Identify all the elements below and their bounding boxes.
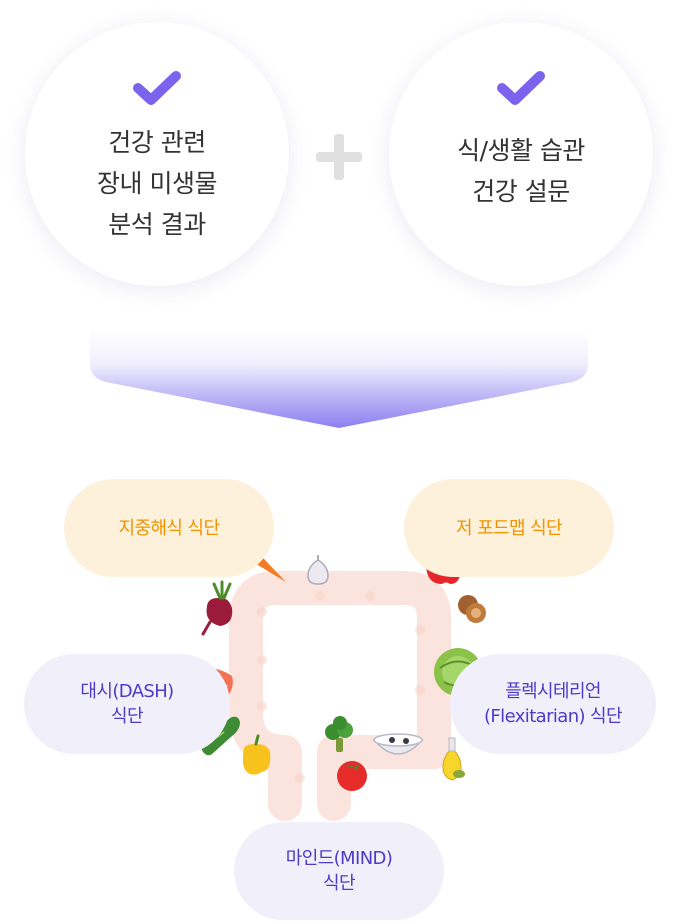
diet-dash: 대시(DASH) 식단: [24, 654, 230, 754]
diet-mind: 마인드(MIND) 식단: [234, 822, 444, 920]
tomato-icon: [337, 761, 367, 791]
walnut-icon: [458, 595, 486, 623]
beet-icon: [201, 580, 233, 636]
check-icon: [497, 71, 545, 105]
garlic-icon: [307, 555, 329, 585]
plus-icon: [316, 134, 362, 180]
pepper-icon: [242, 734, 271, 775]
input-circle-lifestyle: 식/생활 습관 건강 설문: [389, 22, 653, 286]
olive-oil-icon: [442, 737, 465, 781]
diet-label: 지중해식 식단: [118, 517, 220, 539]
diet-label: 마인드(MIND) 식단: [285, 848, 393, 894]
yogurt-icon: [372, 733, 424, 755]
broccoli-icon: [325, 716, 353, 752]
diet-label: 플렉시테리언 (Flexitarian) 식단: [484, 681, 623, 727]
funnel-arrow: [90, 330, 588, 428]
diet-flexitarian: 플렉시테리언 (Flexitarian) 식단: [450, 654, 656, 754]
diet-low-fodmap: 저 포드맵 식단: [404, 479, 614, 577]
diet-label: 저 포드맵 식단: [455, 517, 563, 539]
diet-mediterranean: 지중해식 식단: [64, 479, 274, 577]
input-text-lifestyle: 식/생활 습관 건강 설문: [457, 136, 585, 206]
input-circle-microbiome: 건강 관련 장내 미생물 분석 결과: [25, 22, 289, 286]
input-text-microbiome: 건강 관련 장내 미생물 분석 결과: [97, 128, 217, 239]
check-icon: [133, 71, 181, 105]
diet-label: 대시(DASH) 식단: [80, 681, 174, 727]
